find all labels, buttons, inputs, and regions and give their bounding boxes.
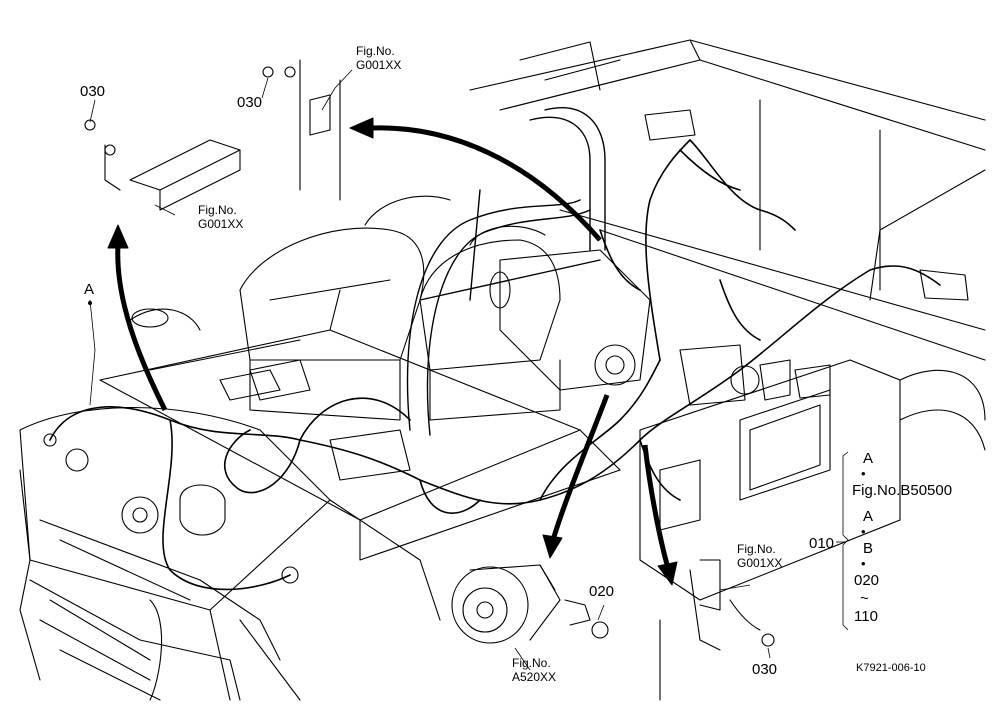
part-number-030: 030 bbox=[752, 661, 778, 678]
part-number-030: 030 bbox=[80, 83, 106, 100]
fig-reference: Fig.No.A520XX bbox=[512, 656, 557, 684]
arrow-to-top-left bbox=[107, 224, 168, 412]
legend-item-b: B bbox=[863, 540, 874, 557]
legend-fig-ref: Fig.No.B50500 bbox=[852, 482, 953, 499]
legend-part-number: 010 bbox=[809, 535, 835, 552]
detail-label-a: A bbox=[84, 281, 95, 298]
legend-range-end: 110 bbox=[854, 608, 878, 625]
top-left-bracket bbox=[84, 119, 241, 211]
legend-separator: • bbox=[861, 466, 866, 481]
arrow-to-alternator bbox=[542, 394, 610, 559]
part-number-020: 020 bbox=[589, 583, 615, 600]
roll-cage bbox=[406, 107, 606, 436]
legend-item-a: A bbox=[863, 508, 874, 525]
front-components bbox=[43, 359, 411, 584]
document-code: K7921-006-10 bbox=[856, 662, 926, 674]
direction-arrows bbox=[107, 117, 678, 586]
fig-reference: Fig.No.G001XX bbox=[356, 44, 402, 72]
detail-a-dot bbox=[88, 301, 92, 305]
dashboard bbox=[99, 289, 621, 561]
hood-and-front bbox=[19, 308, 441, 701]
fig-reference: Fig.No.G001XX bbox=[737, 542, 783, 570]
alternator-detail bbox=[451, 564, 609, 644]
legend-item-a: A bbox=[863, 450, 874, 467]
legend-range-tilde: ~ bbox=[860, 590, 869, 607]
side-panel bbox=[639, 359, 986, 601]
seats bbox=[239, 195, 561, 421]
arrow-to-top-mid bbox=[349, 117, 602, 242]
engine bbox=[489, 249, 831, 406]
fig-reference: Fig.No.G001XX bbox=[198, 203, 244, 231]
leader-lines bbox=[89, 69, 849, 671]
legend-bracket: A • Fig.No.B50500 A • B • 020 ~ 110 bbox=[848, 446, 988, 646]
top-mid-bracket bbox=[262, 59, 341, 201]
cargo-bed bbox=[469, 39, 986, 361]
part-number-030: 030 bbox=[237, 94, 263, 111]
arrow-to-bottom-right bbox=[642, 444, 678, 586]
legend-range-start: 020 bbox=[854, 572, 880, 589]
wire-harness bbox=[49, 139, 941, 591]
legend-separator: • bbox=[861, 524, 866, 539]
legend-separator: • bbox=[861, 556, 866, 571]
bottom-right-bracket bbox=[659, 559, 775, 701]
tail-lights bbox=[644, 109, 969, 301]
